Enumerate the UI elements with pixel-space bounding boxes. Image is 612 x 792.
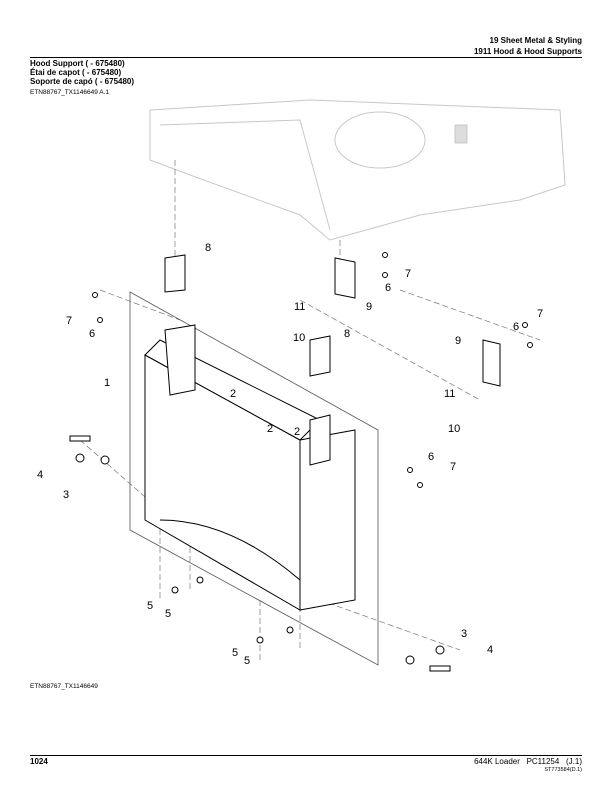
catalog-number: PC11254 xyxy=(526,757,560,766)
callout: 9 xyxy=(366,301,372,313)
callout: 2 xyxy=(267,423,273,435)
brackets xyxy=(164,254,501,466)
hardware xyxy=(69,252,533,672)
callout: 7 xyxy=(537,308,543,320)
section-title: 19 Sheet Metal & Styling xyxy=(489,36,582,45)
callout: 1 xyxy=(104,377,110,389)
group-title: 1911 Hood & Hood Supports xyxy=(473,47,582,56)
callout: 3 xyxy=(63,489,69,501)
revision: (J.1) xyxy=(566,757,582,766)
callout: 6 xyxy=(89,328,95,340)
title-en: Hood Support ( - 675480) xyxy=(30,59,125,68)
callout: 2 xyxy=(294,426,300,438)
callout: 5 xyxy=(244,655,250,667)
footer-rule xyxy=(30,755,582,756)
title-es: Soporte de capó ( - 675480) xyxy=(30,77,135,86)
callout: 7 xyxy=(405,268,411,280)
callout: 4 xyxy=(487,644,493,656)
callout: 3 xyxy=(461,628,467,640)
callout: 5 xyxy=(165,608,171,620)
callout: 5 xyxy=(232,647,238,659)
doc-code: ST773584(D.1) xyxy=(544,767,582,773)
footer-catalog-info: 644K Loader PC11254 (J.1) xyxy=(474,757,582,766)
title-fr: Étai de capot ( - 675480) xyxy=(30,68,122,77)
figure-ref-bottom: ETN88767_TX1146649 xyxy=(30,683,98,690)
callout-labels: 8 7 6 9 7 6 11 10 8 9 7 6 1 2 11 10 2 2 … xyxy=(37,242,543,667)
callout: 11 xyxy=(444,388,455,400)
callout: 7 xyxy=(66,315,72,327)
figure-ref-top: ETN88767_TX1146649 A.1 xyxy=(30,89,110,96)
callout: 5 xyxy=(147,600,153,612)
backing-plate xyxy=(129,291,379,666)
hood-outline xyxy=(149,99,566,241)
callout: 8 xyxy=(205,242,211,254)
callout: 7 xyxy=(450,461,456,473)
header-rule xyxy=(30,57,582,58)
callout: 10 xyxy=(448,423,460,435)
page-number: 1024 xyxy=(30,757,48,766)
model: 644K Loader xyxy=(474,757,520,766)
callout: 6 xyxy=(513,321,519,333)
callout: 2 xyxy=(230,388,236,400)
callout: 9 xyxy=(455,335,461,347)
callout: 6 xyxy=(428,451,434,463)
callout: 11 xyxy=(294,301,305,313)
callout: 4 xyxy=(37,469,43,481)
callout: 6 xyxy=(385,282,391,294)
callout: 10 xyxy=(293,332,305,344)
callout: 8 xyxy=(344,328,350,340)
